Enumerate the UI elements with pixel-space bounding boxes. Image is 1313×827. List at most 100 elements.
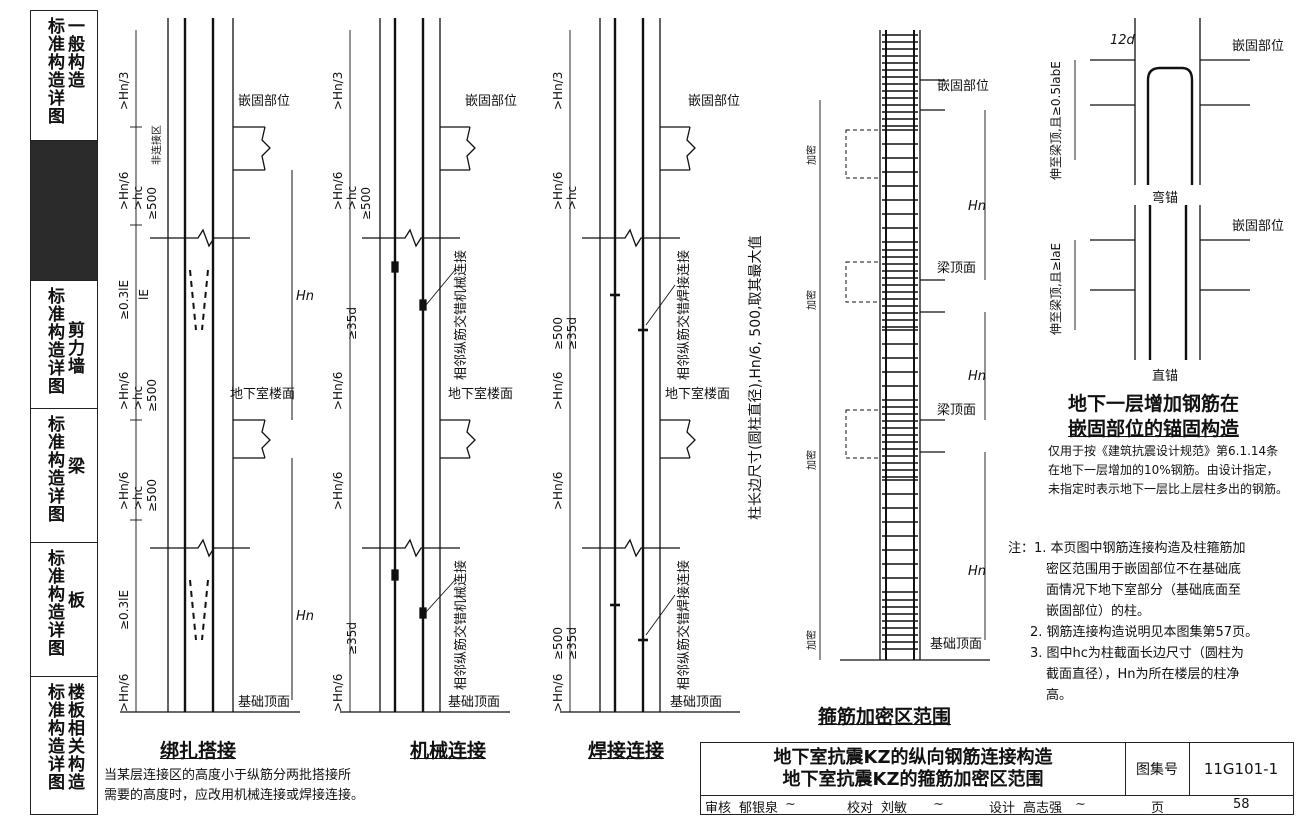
sidebar-tab-slab[interactable]: 标准构造详图 板 <box>31 543 97 677</box>
title-block: 地下室抗震KZ的纵向钢筋连接构造 地下室抗震KZ的箍筋加密区范围 图集号 11G… <box>700 742 1294 816</box>
check-label: 校对 <box>847 801 874 816</box>
general-notes: 注：1. 本页图中钢筋连接构造及柱箍筋加 密区范围用于嵌固部位不在基础底 面情况… <box>1008 538 1258 706</box>
dim-hn6: >Hn/6 <box>331 372 345 410</box>
dim-500: ≥500 <box>359 187 373 220</box>
sidebar-tab-title: 标准构造详图 <box>44 287 64 395</box>
label-anchor-zone: 嵌固部位 <box>688 94 740 109</box>
dim-500: ≥500 <box>145 379 159 412</box>
label-straight-extent: 伸至梁顶,且≥laE <box>1048 243 1063 335</box>
extra-note-line: 在地下一层增加的10%钢筋。由设计指定， <box>1048 463 1279 477</box>
dim-hn6: >Hn/6 <box>331 172 345 210</box>
dim-03le: ≥0.3lE <box>117 280 131 320</box>
dim-hc: >hc <box>131 386 145 410</box>
checker-name: 刘敏 <box>881 801 908 816</box>
label-anchor-zone: 嵌固部位 <box>1232 39 1284 54</box>
label-bent-anchor: 弯锚 <box>1152 190 1178 206</box>
label-hn: Hn <box>968 369 986 384</box>
dim-03le: ≥0.3lE <box>117 590 131 630</box>
dim-35d: ≥35d <box>565 317 579 350</box>
dim-jiami: 加密 <box>805 630 818 650</box>
note-welded: 相邻纵筋交错焊接连接 <box>676 560 692 690</box>
dim-hn6: >Hn/6 <box>331 472 345 510</box>
dim-hn3: >Hn/3 <box>551 72 565 110</box>
sidebar-tab-floor-related[interactable]: 标准构造详图 楼板相关构造 <box>31 677 97 814</box>
lap-note-line: 需要的高度时，应改用机械连接或焊接连接。 <box>104 788 365 803</box>
sidebar-tab-title: 标准构造详图 <box>44 415 64 523</box>
label-anchor-zone: 嵌固部位 <box>465 94 517 109</box>
dim-500: ≥500 <box>551 627 565 660</box>
dim-hc: >hc <box>565 186 579 210</box>
dim-non-splice: 非连接区 <box>150 125 163 165</box>
checker-signature: ~ <box>933 797 944 812</box>
dim-hn6: >Hn/6 <box>117 172 131 210</box>
dim-hc: >hc <box>131 186 145 210</box>
label-foundation-top: 基础顶面 <box>930 637 982 652</box>
title-block-titles: 地下室抗震KZ的纵向钢筋连接构造 地下室抗震KZ的箍筋加密区范围 <box>701 743 1126 795</box>
extra-note: 仅用于按《建筑抗震设计规范》第6.1.14条 在地下一层增加的10%钢筋。由设计… <box>1048 442 1288 499</box>
note-line: 面情况下地下室部分（基础底面至 <box>1046 583 1242 598</box>
label-hn: Hn <box>968 199 986 214</box>
dim-hn6: >Hn/6 <box>117 674 131 712</box>
dim-35d: ≥35d <box>345 622 359 655</box>
reviewer-signature: ~ <box>785 797 796 812</box>
note-line: 密区范围用于嵌固部位不在基础底 <box>1046 562 1242 577</box>
reviewer-name: 郁银泉 <box>739 801 779 816</box>
note-line: 高。 <box>1046 688 1073 703</box>
note-line: 截面直径），Hn为所在楼层的柱净 <box>1046 667 1240 682</box>
dim-hn3: >Hn/3 <box>117 72 131 110</box>
category-sidebar: 标准构造详图 一般构造 标准构造详图 剪力墙 标准构造详图 梁 标准构造详图 板… <box>30 10 98 815</box>
dim-hn6: >Hn/6 <box>117 472 131 510</box>
dim-hn6: >Hn/6 <box>551 172 565 210</box>
heading-stirrup-range: 箍筋加密区范围 <box>818 706 952 728</box>
label-foundation-top: 基础顶面 <box>448 695 500 710</box>
label-hn: Hn <box>296 289 314 304</box>
dim-hc: >hc <box>131 486 145 510</box>
label-basement-floor: 地下室楼面 <box>230 386 295 402</box>
lap-note: 当某层连接区的高度小于纵筋分两批搭接所 需要的高度时，应改用机械连接或焊接连接。 <box>104 766 364 806</box>
dim-jiami: 加密 <box>805 450 818 470</box>
label-anchor-zone: 嵌固部位 <box>238 94 290 109</box>
note-mechanical: 相邻纵筋交错机械连接 <box>453 250 469 380</box>
sidebar-tab-active[interactable] <box>31 141 97 281</box>
sheet-title-2: 地下室抗震KZ的箍筋加密区范围 <box>782 769 1044 790</box>
page-number: 58 <box>1233 797 1250 812</box>
atlas-label: 图集号 <box>1125 743 1190 795</box>
design-label: 设计 <box>989 801 1016 816</box>
dim-hn6: >Hn/6 <box>551 372 565 410</box>
sidebar-tab-title: 标准构造详图 <box>44 683 64 791</box>
dim-500: ≥500 <box>551 317 565 350</box>
dim-hn6: >Hn/6 <box>551 674 565 712</box>
note-line: 嵌固部位）的柱。 <box>1046 604 1151 619</box>
dim-hn6: >Hn/6 <box>117 372 131 410</box>
review-label: 审核 <box>705 801 732 816</box>
extra-note-line: 仅用于按《建筑抗震设计规范》第6.1.14条 <box>1048 444 1279 458</box>
sidebar-tab-category: 楼板相关构造 <box>64 683 84 791</box>
label-anchor-zone: 嵌固部位 <box>1232 219 1284 234</box>
sidebar-tab-title: 标准构造详图 <box>44 549 64 657</box>
sidebar-tab-general[interactable]: 标准构造详图 一般构造 <box>31 11 97 141</box>
dim-jiami: 加密 <box>805 145 818 165</box>
dim-le: lE <box>137 289 151 300</box>
label-foundation-top: 基础顶面 <box>670 695 722 710</box>
sidebar-tab-shear-wall[interactable]: 标准构造详图 剪力墙 <box>31 281 97 409</box>
heading-extra-1: 地下一层增加钢筋在 <box>1068 393 1240 415</box>
note-line: 2. 钢筋连接构造说明见本图集第57页。 <box>1030 625 1259 640</box>
note-line: 3. 图中hc为柱截面长边尺寸（圆柱为 <box>1030 646 1244 661</box>
label-basement-floor: 地下室楼面 <box>448 386 513 402</box>
sidebar-tab-category: 一般构造 <box>64 17 84 89</box>
dim-hc: >hc <box>345 186 359 210</box>
sidebar-tab-beam[interactable]: 标准构造详图 梁 <box>31 409 97 543</box>
sidebar-tab-category: 板 <box>64 591 84 609</box>
label-hn: Hn <box>968 564 986 579</box>
designer-name: 高志强 <box>1023 801 1063 816</box>
signature-row: 审核 郁银泉 ~ 校对 刘敏 ~ 设计 高志强 ~ 页 58 <box>701 795 1293 816</box>
label-anchor-zone: 嵌固部位 <box>937 79 989 94</box>
dim-hn6: >Hn/6 <box>331 674 345 712</box>
lap-note-line: 当某层连接区的高度小于纵筋分两批搭接所 <box>104 768 352 783</box>
label-bent-extent: 伸至梁顶,且≥0.5labE <box>1048 61 1063 180</box>
dim-35d: ≥35d <box>345 307 359 340</box>
sidebar-tab-category: 梁 <box>64 457 84 475</box>
dim-jiami: 加密 <box>805 290 818 310</box>
label-basement-floor: 地下室楼面 <box>665 386 730 402</box>
dim-500: ≥500 <box>145 187 159 220</box>
